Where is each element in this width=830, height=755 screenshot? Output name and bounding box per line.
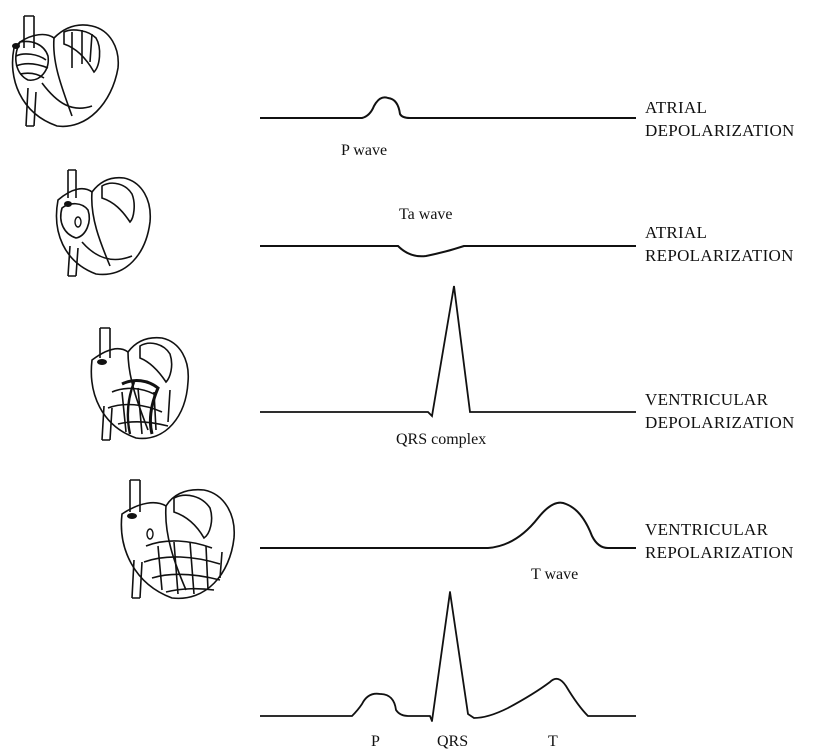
phase-label-line1: VENTRICULAR [645,518,794,541]
phase-label-line2: DEPOLARIZATION [645,411,795,434]
ta-wave-label: Ta wave [399,206,453,224]
phase-label-line1: ATRIAL [645,221,794,244]
qrs-complex-trace [258,280,638,420]
composite-qrs-label: QRS [437,733,468,751]
ventricular-repolarization-phase-label: VENTRICULAR REPOLARIZATION [645,518,794,564]
p-wave-label: P wave [341,142,387,160]
heart-ventricular-repolarization-illustration [112,474,242,606]
composite-t-label: T [548,733,558,751]
phase-label-line2: DEPOLARIZATION [645,119,795,142]
atrial-depolarization-phase-label: ATRIAL DEPOLARIZATION [645,96,795,142]
heart-atrial-depolarization-illustration [2,8,130,133]
ta-wave-trace [258,236,638,276]
p-wave-trace [258,90,638,130]
qrs-complex-label: QRS complex [396,431,486,449]
phase-label-line1: VENTRICULAR [645,388,795,411]
heart-atrial-repolarization-illustration [46,162,156,282]
composite-ecg-trace [258,588,638,738]
t-wave-trace [258,496,638,554]
composite-p-label: P [371,733,380,751]
phase-label-line2: REPOLARIZATION [645,244,794,267]
atrial-repolarization-phase-label: ATRIAL REPOLARIZATION [645,221,794,267]
ventricular-depolarization-phase-label: VENTRICULAR DEPOLARIZATION [645,388,795,434]
t-wave-label: T wave [531,566,578,584]
phase-label-line2: REPOLARIZATION [645,541,794,564]
phase-label-line1: ATRIAL [645,96,795,119]
heart-ventricular-depolarization-illustration [82,322,194,446]
